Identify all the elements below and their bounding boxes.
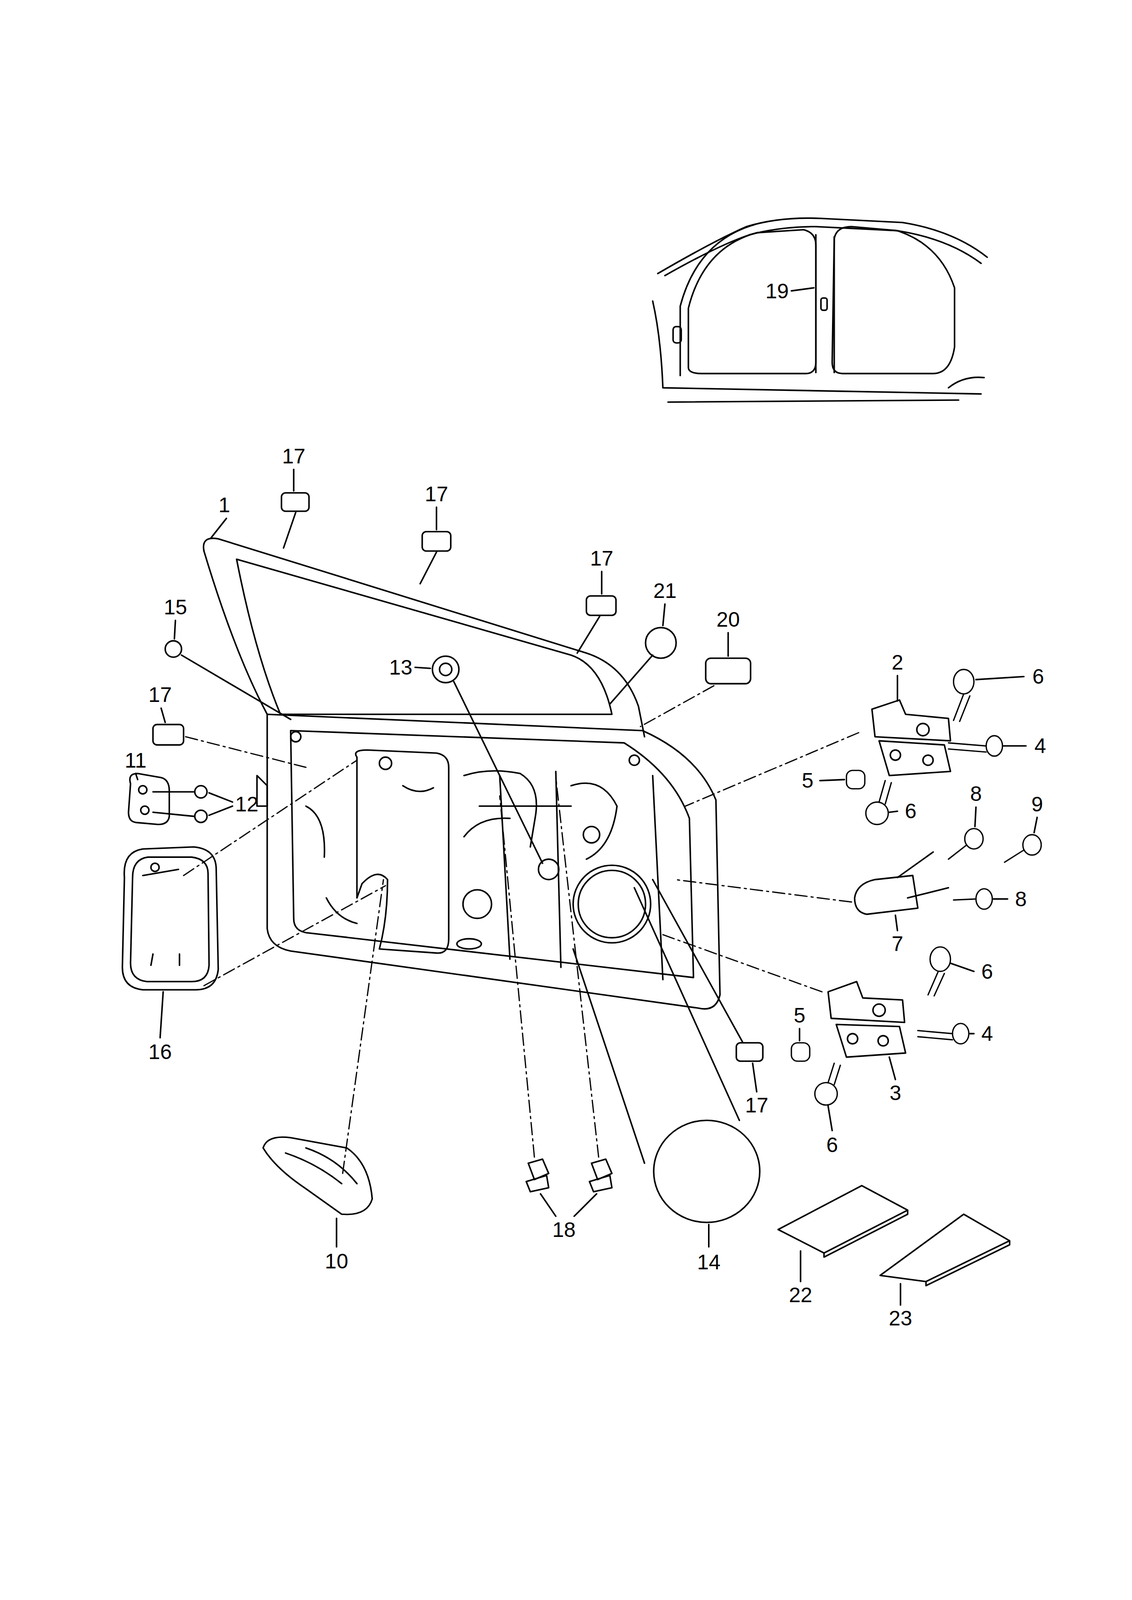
callout-number: 7 (889, 931, 906, 955)
callout-number: 15 (161, 595, 189, 619)
callout-number: 19 (763, 279, 791, 303)
hardware-leaders (799, 675, 1038, 1131)
callout-number: 17 (146, 682, 174, 706)
callout-number: 6 (1030, 664, 1046, 688)
check-strap (854, 851, 949, 914)
callout-number: 3 (887, 1080, 904, 1104)
callout-number: 8 (1013, 887, 1029, 910)
callout-number: 12 (233, 792, 261, 816)
callout-number: 17 (743, 1093, 771, 1117)
callout-number: 20 (714, 607, 742, 631)
callout-number: 22 (786, 1282, 814, 1306)
assembly-lines (183, 685, 859, 1173)
bolts (791, 669, 1042, 1105)
door-shell (203, 537, 720, 1009)
callout-number: 1 (216, 493, 233, 517)
callout-number: 18 (550, 1217, 578, 1241)
callout-number: 10 (323, 1249, 351, 1272)
callout-number: 23 (887, 1306, 915, 1329)
callout-number: 16 (146, 1039, 174, 1063)
callout-number: 6 (903, 799, 919, 822)
callout-number: 17 (423, 482, 450, 506)
seal (122, 846, 218, 1038)
callout-number: 4 (979, 1021, 996, 1045)
body-inset (652, 217, 988, 402)
callout-number: 11 (123, 748, 149, 772)
lower-hinge (827, 981, 906, 1057)
callout-number: 4 (1032, 733, 1049, 757)
callout-number: 9 (1029, 792, 1045, 816)
pads (153, 469, 764, 1163)
striker-plate (128, 773, 233, 825)
callout-number: 17 (280, 444, 308, 468)
callout-number: 6 (824, 1132, 841, 1156)
callout-number: 17 (588, 546, 616, 570)
callout-number: 8 (968, 781, 984, 805)
callout-number: 5 (791, 1003, 808, 1027)
callout-number: 6 (979, 959, 996, 983)
lower-parts (263, 1119, 1010, 1305)
callout-number: 2 (889, 650, 906, 674)
callout-number: 5 (800, 768, 816, 792)
callout-number: 13 (387, 655, 415, 679)
callout-number: 14 (695, 1250, 723, 1273)
callout-number: 21 (651, 578, 679, 602)
upper-hinge (872, 699, 951, 776)
